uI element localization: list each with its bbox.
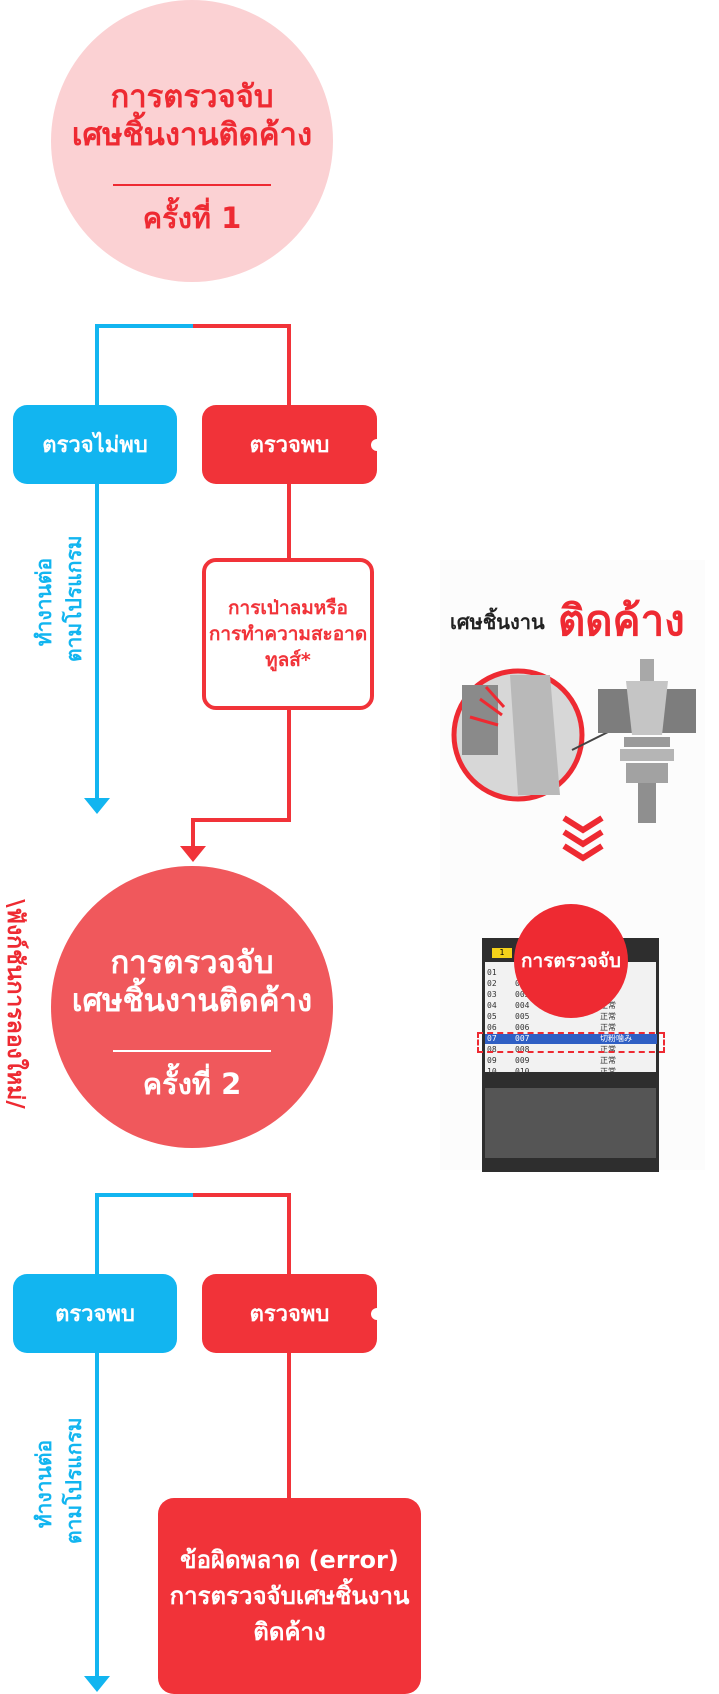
screen-row: 05 005 正常	[485, 1012, 657, 1022]
stage2-found-label: ตรวจพบ	[249, 1302, 330, 1327]
screen-row-id: 007	[515, 1034, 530, 1043]
screen-row-number: 07	[487, 1034, 497, 1043]
screen-row-number: 03	[487, 990, 497, 999]
screen-row-id: 008	[515, 1045, 530, 1054]
screen-row-number: 04	[487, 1001, 497, 1010]
error-line3: ติดค้าง	[253, 1618, 326, 1646]
error-line1: ข้อผิดพลาด (error)	[180, 1546, 399, 1574]
circle1-title-line1: การตรวจจับ	[110, 79, 274, 115]
screen-row: 03 003	[485, 990, 657, 1000]
found-box-notch	[371, 1307, 383, 1320]
screen-row-id: 004	[515, 1001, 530, 1010]
stage1-continue-program: ทำงานต่อ ตามโปรแกรม	[29, 535, 89, 662]
circle2-count: ครั้งที่ 2	[142, 1067, 242, 1101]
stage2-continue-line1: ทำงานต่อ	[32, 1439, 56, 1529]
detection-circle-2: การตรวจจับ เศษชิ้นงานติดค้าง ครั้งที่ 2	[51, 866, 333, 1148]
screen-tab-label: 1	[499, 948, 505, 957]
screen-row-number: 06	[487, 1023, 497, 1032]
highlight-row-frame	[477, 1032, 665, 1053]
circle2-divider	[113, 1050, 271, 1052]
stage1-continue-line1: ทำงานต่อ	[32, 557, 56, 647]
screen-row: 09 009 正常	[485, 1056, 657, 1066]
stage1-found-label: ตรวจพบ	[249, 433, 330, 458]
screen-row-id: 006	[515, 1023, 530, 1032]
screen-row-status: 正常	[600, 1001, 616, 1010]
air-blow-line1: การเป่าลมหรือ	[228, 597, 348, 619]
illustration-caption-small: เศษชิ้นงาน	[450, 610, 545, 634]
stage1-blue-arrow	[84, 798, 110, 814]
screen-row-status: 正常	[600, 1056, 616, 1065]
stage2-continue-program: ทำงานต่อ ตามโปรแกรม	[29, 1417, 89, 1544]
retry-function-note: \ฟังก์ชันการลองใหม่/	[2, 899, 28, 1109]
stage2-blue-line	[95, 1193, 193, 1683]
screen-row-status: 正常	[600, 1067, 616, 1076]
screen-row: 07 007 切粉噛み	[485, 1034, 657, 1044]
screen-row-number: 01	[487, 968, 497, 977]
stage2-blue-arrow	[84, 1676, 110, 1692]
screen-row: 04 004 正常	[485, 1001, 657, 1011]
stage1-continue-line2: ตามโปรแกรม	[62, 535, 86, 662]
error-box: ข้อผิดพลาด (error) การตรวจจับเศษชิ้นงาน …	[158, 1498, 421, 1694]
screen-row-status: 切粉噛み	[600, 1034, 632, 1043]
screen-row-number: 08	[487, 1045, 497, 1054]
stage1-not-found-box: ตรวจไม่พบ	[13, 405, 177, 484]
circle2-title-line1: การตรวจจับ	[110, 945, 274, 981]
screen-row: 08 008 正常	[485, 1045, 657, 1055]
screen-row-id: 009	[515, 1056, 530, 1065]
stage1-found-box: ตรวจพบ	[202, 405, 383, 484]
screen-lower-panel	[485, 1088, 656, 1158]
air-blow-line2: การทำความสะอาด	[208, 623, 368, 645]
circle1-count: ครั้งที่ 1	[142, 201, 242, 235]
screen-row-id: 003	[515, 990, 530, 999]
stage1-not-found-label: ตรวจไม่พบ	[42, 433, 148, 458]
screen-row-number: 10	[487, 1067, 497, 1076]
stage1-blue-line	[95, 324, 193, 808]
air-blow-cleaning-box: การเป่าลมหรือ การทำความสะอาด ทูลส์*	[202, 558, 374, 710]
circle1-title: การตรวจจับ เศษชิ้นงานติดค้าง	[51, 78, 333, 154]
screen-row: 06 006 正常	[485, 1023, 657, 1033]
stage1-red-line	[191, 324, 291, 848]
detection-badge: การตรวจจับ	[514, 904, 628, 1018]
screen-row: 10 010 正常	[485, 1067, 657, 1077]
stage1-red-arrow	[180, 846, 206, 862]
screen-row-number: 05	[487, 1012, 497, 1021]
stage2-continue-line2: ตามโปรแกรม	[62, 1417, 86, 1544]
tool-holder-illustration	[451, 659, 696, 862]
screen-row-id: 005	[515, 1012, 530, 1021]
found-box-notch	[371, 438, 383, 451]
stage2-left-label: ตรวจพบ	[55, 1302, 135, 1327]
stage2-red-line	[193, 1193, 291, 1500]
error-line2: การตรวจจับเศษชิ้นงาน	[169, 1582, 410, 1610]
screen-row-number: 02	[487, 979, 497, 988]
screen-row-id: 010	[515, 1067, 530, 1076]
screen-row-status: 正常	[600, 1045, 616, 1054]
screen-row-status: 正常	[600, 1012, 616, 1021]
stage2-found-box: ตรวจพบ	[202, 1274, 383, 1353]
detection-circle-1: การตรวจจับ เศษชิ้นงานติดค้าง ครั้งที่ 1	[51, 0, 333, 282]
screen-tab: 1	[492, 948, 512, 958]
circle1-title-line2: เศษชิ้นงานติดค้าง	[71, 117, 313, 153]
circle1-divider	[113, 184, 271, 186]
screen-row-number: 09	[487, 1056, 497, 1065]
screen-row-status: 正常	[600, 1023, 616, 1032]
circle2-title-line2: เศษชิ้นงานติดค้าง	[71, 983, 313, 1019]
stage2-left-box: ตรวจพบ	[13, 1274, 177, 1353]
circle2-title: การตรวจจับ เศษชิ้นงานติดค้าง	[51, 944, 333, 1020]
illustration-caption-big: ติดค้าง	[558, 596, 685, 645]
air-blow-line3: ทูลส์*	[265, 649, 311, 671]
